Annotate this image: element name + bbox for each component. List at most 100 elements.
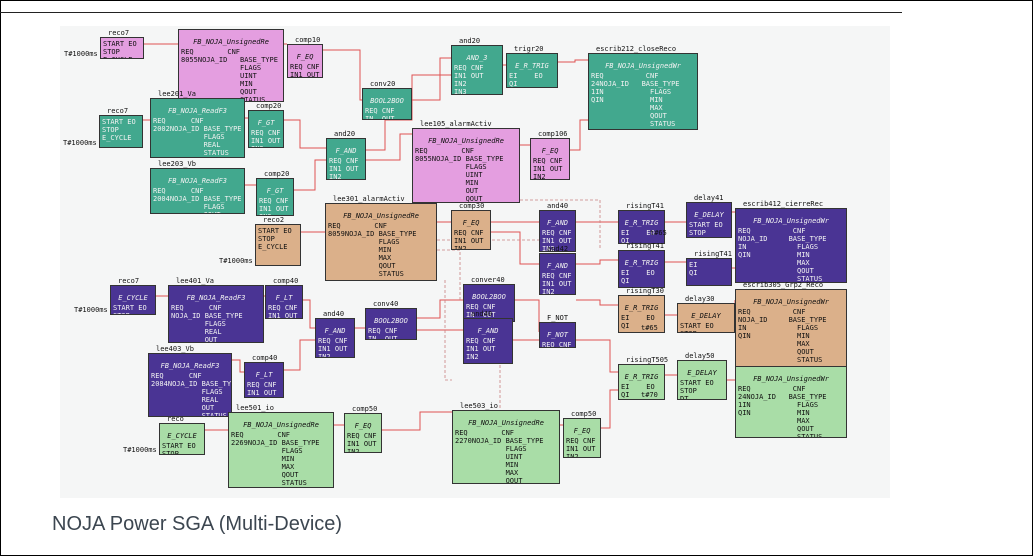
block-port: REQ CNF xyxy=(368,327,398,335)
wire xyxy=(491,231,539,265)
block-port: REQ CNF xyxy=(365,107,395,115)
block-port: 8055NOJA_ID BASE_TYPE xyxy=(415,155,504,163)
block-instance-name: lee401_Va xyxy=(176,277,214,285)
block-instance-name: and20 xyxy=(459,37,481,45)
block-port: IN1 OUT xyxy=(454,237,484,245)
block-port: REQ CNF xyxy=(566,437,596,445)
block-port: FLAGS xyxy=(171,320,226,328)
block-instance-name: and40 xyxy=(547,202,569,210)
block-port: REQ CNF xyxy=(591,72,659,80)
block-type-label: BOOL2BOO xyxy=(370,97,404,105)
wire xyxy=(558,59,588,63)
wire xyxy=(412,57,451,101)
block-port: IN2 xyxy=(454,80,467,88)
block-port: IN1 OUT xyxy=(542,237,572,245)
block-port: IN2 xyxy=(542,245,555,252)
block-port: QI xyxy=(621,237,630,244)
block-instance-name: comp30 xyxy=(459,202,485,210)
block-type-label: F_EQ xyxy=(573,427,591,435)
block-instance-name: comp10 xyxy=(295,36,321,44)
block-port: IN OUT xyxy=(368,335,398,340)
block-instance-name: risingT30 xyxy=(626,287,664,295)
block-instance-name: lee501_io xyxy=(236,404,274,412)
block-port: FLAGS xyxy=(181,64,262,72)
block-type-label: E_R_TRIG xyxy=(624,304,659,312)
block-port: EI xyxy=(689,261,698,269)
data-link xyxy=(444,280,452,381)
block-port: FLAGS xyxy=(455,445,527,453)
block-port: REAL xyxy=(171,328,222,336)
block-parameter: T#1000ms xyxy=(219,257,253,265)
block-port: 2002NOJA_ID BASE_TYPE xyxy=(153,125,242,133)
block-port: IN1 OUT xyxy=(329,165,359,173)
block-parameter: T#1000ms xyxy=(63,139,97,147)
block-port: MAX xyxy=(738,259,810,267)
block-port: REQ CNF xyxy=(153,187,204,195)
block-port: E_CYCLE xyxy=(258,243,288,251)
block-instance-name: lee503_io xyxy=(460,402,498,410)
block-port: MAX xyxy=(591,104,663,112)
block-port: QIN MIN xyxy=(738,332,810,340)
block-port: DT xyxy=(689,237,729,238)
block-port: IN2 xyxy=(533,173,546,180)
block-port: MIN xyxy=(231,455,295,463)
block-port: IN1 OUT xyxy=(466,345,496,353)
block-port: STOP xyxy=(680,330,732,332)
wire xyxy=(303,299,315,329)
block-port: EI EO xyxy=(621,229,655,237)
block-type-label: F_AND xyxy=(546,219,569,227)
block-instance-name: lee403_Vb xyxy=(156,345,194,353)
block-port: STATUS xyxy=(738,433,823,438)
block-port: START EO xyxy=(680,379,714,387)
block-port: START EO xyxy=(102,118,136,126)
block-port: REQ CNF xyxy=(153,117,204,125)
block-port: QOUT xyxy=(738,425,814,433)
